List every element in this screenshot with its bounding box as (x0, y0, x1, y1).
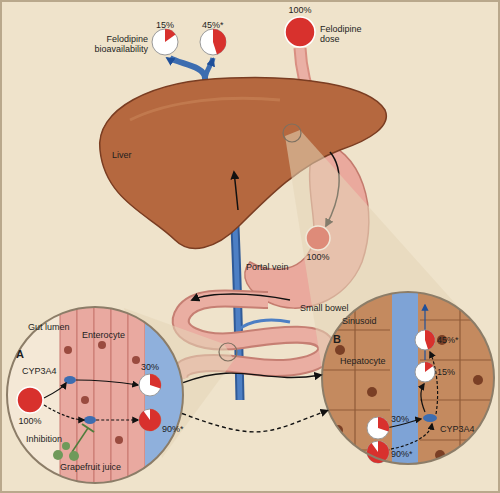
annotation-label: Small bowel (300, 303, 349, 313)
nucleus (115, 436, 123, 444)
liver-highlight (130, 98, 280, 120)
annotation-label: Hepatocyte (340, 356, 386, 366)
flow-arrow (234, 172, 238, 210)
flow-arrow (96, 419, 138, 420)
percentage-label: 100% (289, 5, 312, 15)
enterocyte (128, 300, 145, 490)
percentage-label: 30% (391, 414, 409, 424)
pie-slice (425, 362, 433, 372)
nucleus (333, 425, 343, 435)
pie-slice (367, 441, 389, 463)
annotation-label: CYP3A4 (22, 366, 57, 376)
percentage-label: 100% (19, 416, 42, 426)
dose-circle (285, 17, 315, 47)
percentage-label: 90%* (162, 424, 184, 434)
detail-circle (283, 124, 301, 142)
annotation-label: Gut lumen (28, 322, 70, 332)
enterocyte (94, 300, 111, 490)
percentage-label: 90%* (391, 449, 413, 459)
annotation-label: Sinusoid (342, 316, 377, 326)
pie-chart (367, 441, 389, 463)
percentage-label: 30% (141, 362, 159, 372)
hepatic-vein (205, 58, 213, 78)
flow-arrow (44, 383, 66, 398)
flow-arrow (44, 405, 84, 420)
inhibition-line (72, 428, 88, 452)
nucleus (64, 346, 72, 354)
pie-slice (150, 374, 161, 388)
sinusoid (392, 290, 418, 470)
cell-border (318, 290, 498, 470)
flow-arrow (386, 424, 432, 450)
pie-chart (415, 362, 435, 382)
flow-arrow (430, 352, 438, 414)
cyp3a4-enzyme (64, 376, 76, 384)
grapefruit-molecule (62, 442, 70, 450)
cyp3a4-enzyme (84, 416, 96, 424)
cyp3a4-enzyme (423, 414, 437, 422)
flow-connector (183, 373, 321, 383)
nucleus (435, 450, 445, 460)
grapefruit-molecule (69, 451, 79, 461)
flow-arrow (421, 384, 425, 412)
annotation-label: Felodipine bioavailability (72, 34, 148, 54)
pie-chart (415, 330, 435, 350)
percentage-label: 15% (437, 367, 455, 377)
percentage-label: 45%* (437, 335, 459, 345)
annotation-label: CYP3A4 (440, 424, 475, 434)
annotation-label: Enterocyte (82, 330, 125, 340)
pie-chart (139, 374, 161, 396)
pie-slice (378, 417, 389, 431)
nucleus (132, 356, 140, 364)
nucleus (335, 345, 345, 355)
flow-arrow (167, 58, 170, 60)
nucleus (81, 396, 89, 404)
nucleus (473, 375, 483, 385)
flow-connector (182, 411, 327, 432)
annotation-label: Portal vein (246, 262, 289, 272)
hepatocytes (318, 290, 498, 470)
inset-letter: B (333, 333, 341, 345)
annotation-label: Inhibition (26, 434, 62, 444)
pie-chart (367, 417, 389, 439)
detail-circle (219, 343, 237, 361)
pie-slice (425, 330, 435, 350)
flow-arrow (76, 380, 138, 385)
nucleus (98, 341, 106, 349)
enterocyte (111, 300, 128, 490)
pie-slice (139, 409, 161, 431)
pie-chart (152, 29, 178, 55)
nucleus (367, 387, 377, 397)
flow-arrow (192, 294, 290, 300)
inset-letter: A (16, 348, 24, 360)
annotation-label: Felodipine dose (320, 24, 380, 44)
annotation-label: Grapefruit juice (60, 462, 150, 472)
pie-slice (213, 29, 226, 54)
enterocyte (77, 300, 94, 490)
grapefruit-molecule (53, 450, 63, 460)
inhibition-bar (82, 424, 94, 432)
annotation-label: Liver (112, 150, 132, 160)
percentage-label: 15% (156, 20, 174, 30)
pie-slice (165, 29, 176, 42)
percentage-label: 45%* (202, 20, 224, 30)
percentage-label: 100% (307, 252, 330, 262)
flow-arrow (212, 59, 213, 62)
gut-lumen (0, 300, 190, 490)
pie-chart (200, 29, 226, 55)
dose-circle (17, 387, 43, 413)
pie-chart (139, 409, 161, 431)
